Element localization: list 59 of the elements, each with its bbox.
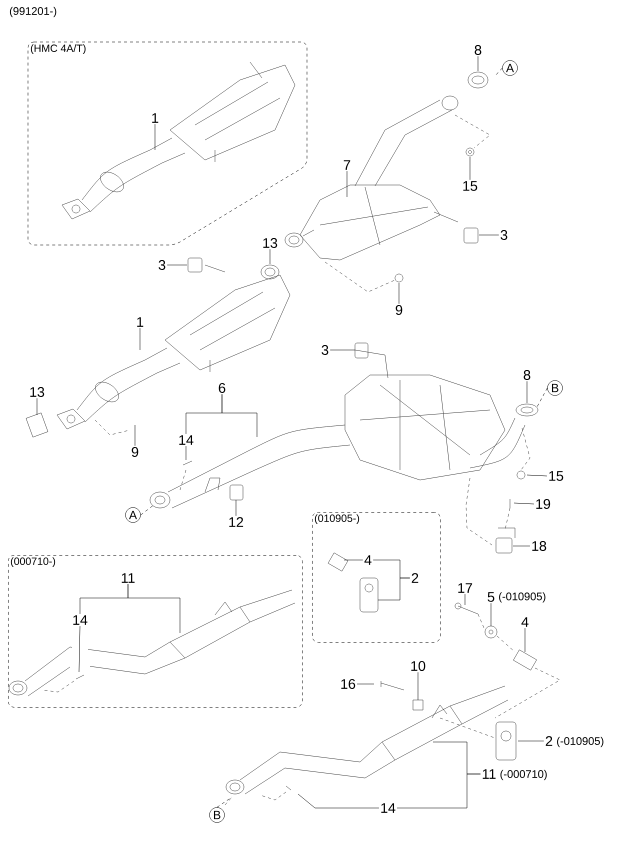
callout-number: 13 [30, 387, 44, 397]
callout-number: 17 [458, 583, 472, 593]
leader-line [478, 234, 500, 236]
leader-line [398, 282, 400, 304]
callout-number: 16 [341, 679, 356, 689]
callout-number: 11 [122, 573, 135, 583]
callout-number: 19 [536, 499, 550, 509]
leader-line [216, 796, 232, 808]
date-note: (-010905) [557, 736, 604, 748]
callout-number: 15 [463, 181, 478, 191]
leader-line [78, 626, 80, 672]
leader-line [526, 474, 548, 476]
leader-line [526, 380, 528, 404]
callout-number: 15 [549, 471, 564, 481]
callout-number: 10 [411, 661, 426, 671]
callout-number: 8 [474, 45, 482, 55]
leader-line [298, 794, 380, 808]
leader-line [396, 774, 481, 808]
leader-line [536, 388, 548, 408]
callout-number: 7 [344, 160, 350, 170]
callout-number: 14 [179, 435, 194, 445]
callout-number: 18 [532, 541, 546, 551]
leader-line [464, 594, 466, 606]
leader-line [524, 628, 526, 652]
callout-number: 14 [381, 803, 396, 813]
leader-line [134, 424, 136, 446]
callout-number: 4 [364, 555, 372, 565]
callout-number: 4 [521, 617, 528, 627]
date-label: (991201-) [10, 6, 56, 18]
callout-number: 1 [137, 317, 144, 327]
callout-number: 5 [488, 592, 494, 602]
callout-number: 1 [152, 113, 158, 123]
date-note: (-000710) [500, 770, 547, 780]
leader-line [222, 394, 258, 438]
date-note: (-010905) [499, 592, 546, 602]
callout-number: 9 [132, 447, 138, 457]
leader-line [166, 264, 188, 266]
leader-line [128, 584, 180, 634]
leader-line [490, 602, 492, 626]
callout-number: 6 [218, 383, 226, 393]
leader-line [378, 578, 410, 600]
callout-number: 12 [229, 517, 244, 527]
callout-number: 8 [524, 370, 530, 380]
leader-line [518, 740, 544, 742]
leader-line [140, 504, 156, 516]
callout-number: 13 [263, 238, 278, 248]
callout-number: 9 [396, 305, 402, 315]
callout-number: 2 [546, 736, 552, 746]
callout-number: 3 [500, 230, 508, 240]
leader-line [346, 170, 348, 198]
callout-number: 2 [412, 573, 418, 583]
leader-line [154, 124, 156, 150]
leader-line [36, 398, 38, 416]
callout-number: 3 [322, 345, 328, 355]
callout-number: 3 [158, 260, 166, 270]
leader-line [494, 68, 503, 76]
leader-line [514, 502, 534, 504]
callout-number: 11 [482, 769, 496, 779]
callout-number: 14 [73, 615, 88, 625]
